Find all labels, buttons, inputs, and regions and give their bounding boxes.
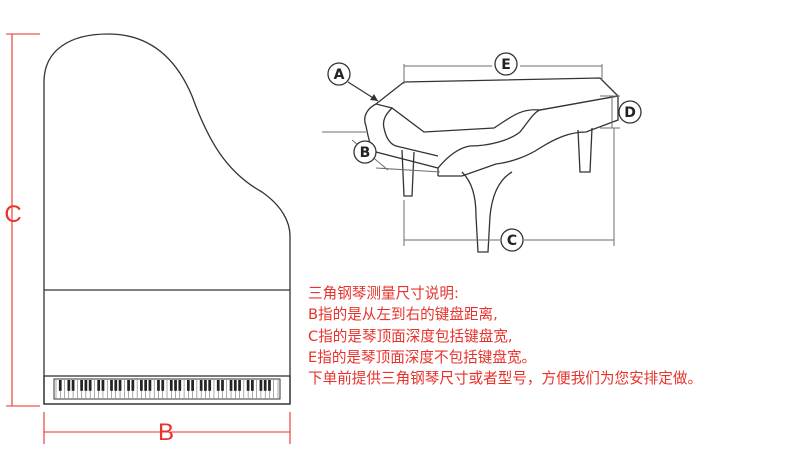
piano-top-outline (43, 33, 291, 405)
notes-title: 三角钢琴测量尺寸说明: (308, 285, 459, 302)
dimension-b-label: B (158, 419, 174, 446)
pedal-lyre (461, 171, 513, 253)
dimension-d (600, 95, 620, 129)
keyboard-area (43, 375, 291, 405)
piano-right-leg (577, 127, 593, 173)
dimension-c-vertical (6, 33, 40, 407)
dimension-e (403, 64, 603, 84)
svg-text:E: E (501, 57, 511, 73)
notes-line-e: E指的是琴顶面深度不包括键盘宽。 (308, 348, 537, 366)
svg-text:A: A (334, 67, 345, 83)
svg-text:C: C (507, 233, 517, 249)
notes-line-c: C指的是琴顶面深度包括键盘宽, (308, 327, 513, 345)
measurement-notes: 三角钢琴测量尺寸说明: B指的是从左到右的键盘距离, C指的是琴顶面深度包括键盘… (308, 283, 800, 389)
notes-line-b: B指的是从左到右的键盘距离, (308, 306, 498, 324)
callout-d: D (618, 100, 642, 124)
lid-top-surface (374, 77, 620, 133)
dimension-c-label: C (4, 201, 21, 228)
notes-line-order: 下单前提供三角钢琴尺寸或者型号，方便我们为您安排定做。 (308, 370, 703, 388)
callout-b: B (353, 140, 377, 164)
callout-c: C (500, 228, 524, 252)
piano-body-front (364, 95, 619, 177)
piano-top-view (43, 33, 291, 405)
keyboard-keys (55, 380, 279, 398)
svg-text:B: B (360, 145, 371, 161)
callout-e: E (494, 52, 518, 76)
dimension-b-horizontal (43, 412, 291, 444)
piano-isometric-view (364, 77, 620, 253)
callout-a: A (327, 62, 379, 102)
svg-text:D: D (624, 105, 636, 121)
dimension-c-side (403, 128, 615, 246)
piano-front-leg (401, 149, 415, 197)
